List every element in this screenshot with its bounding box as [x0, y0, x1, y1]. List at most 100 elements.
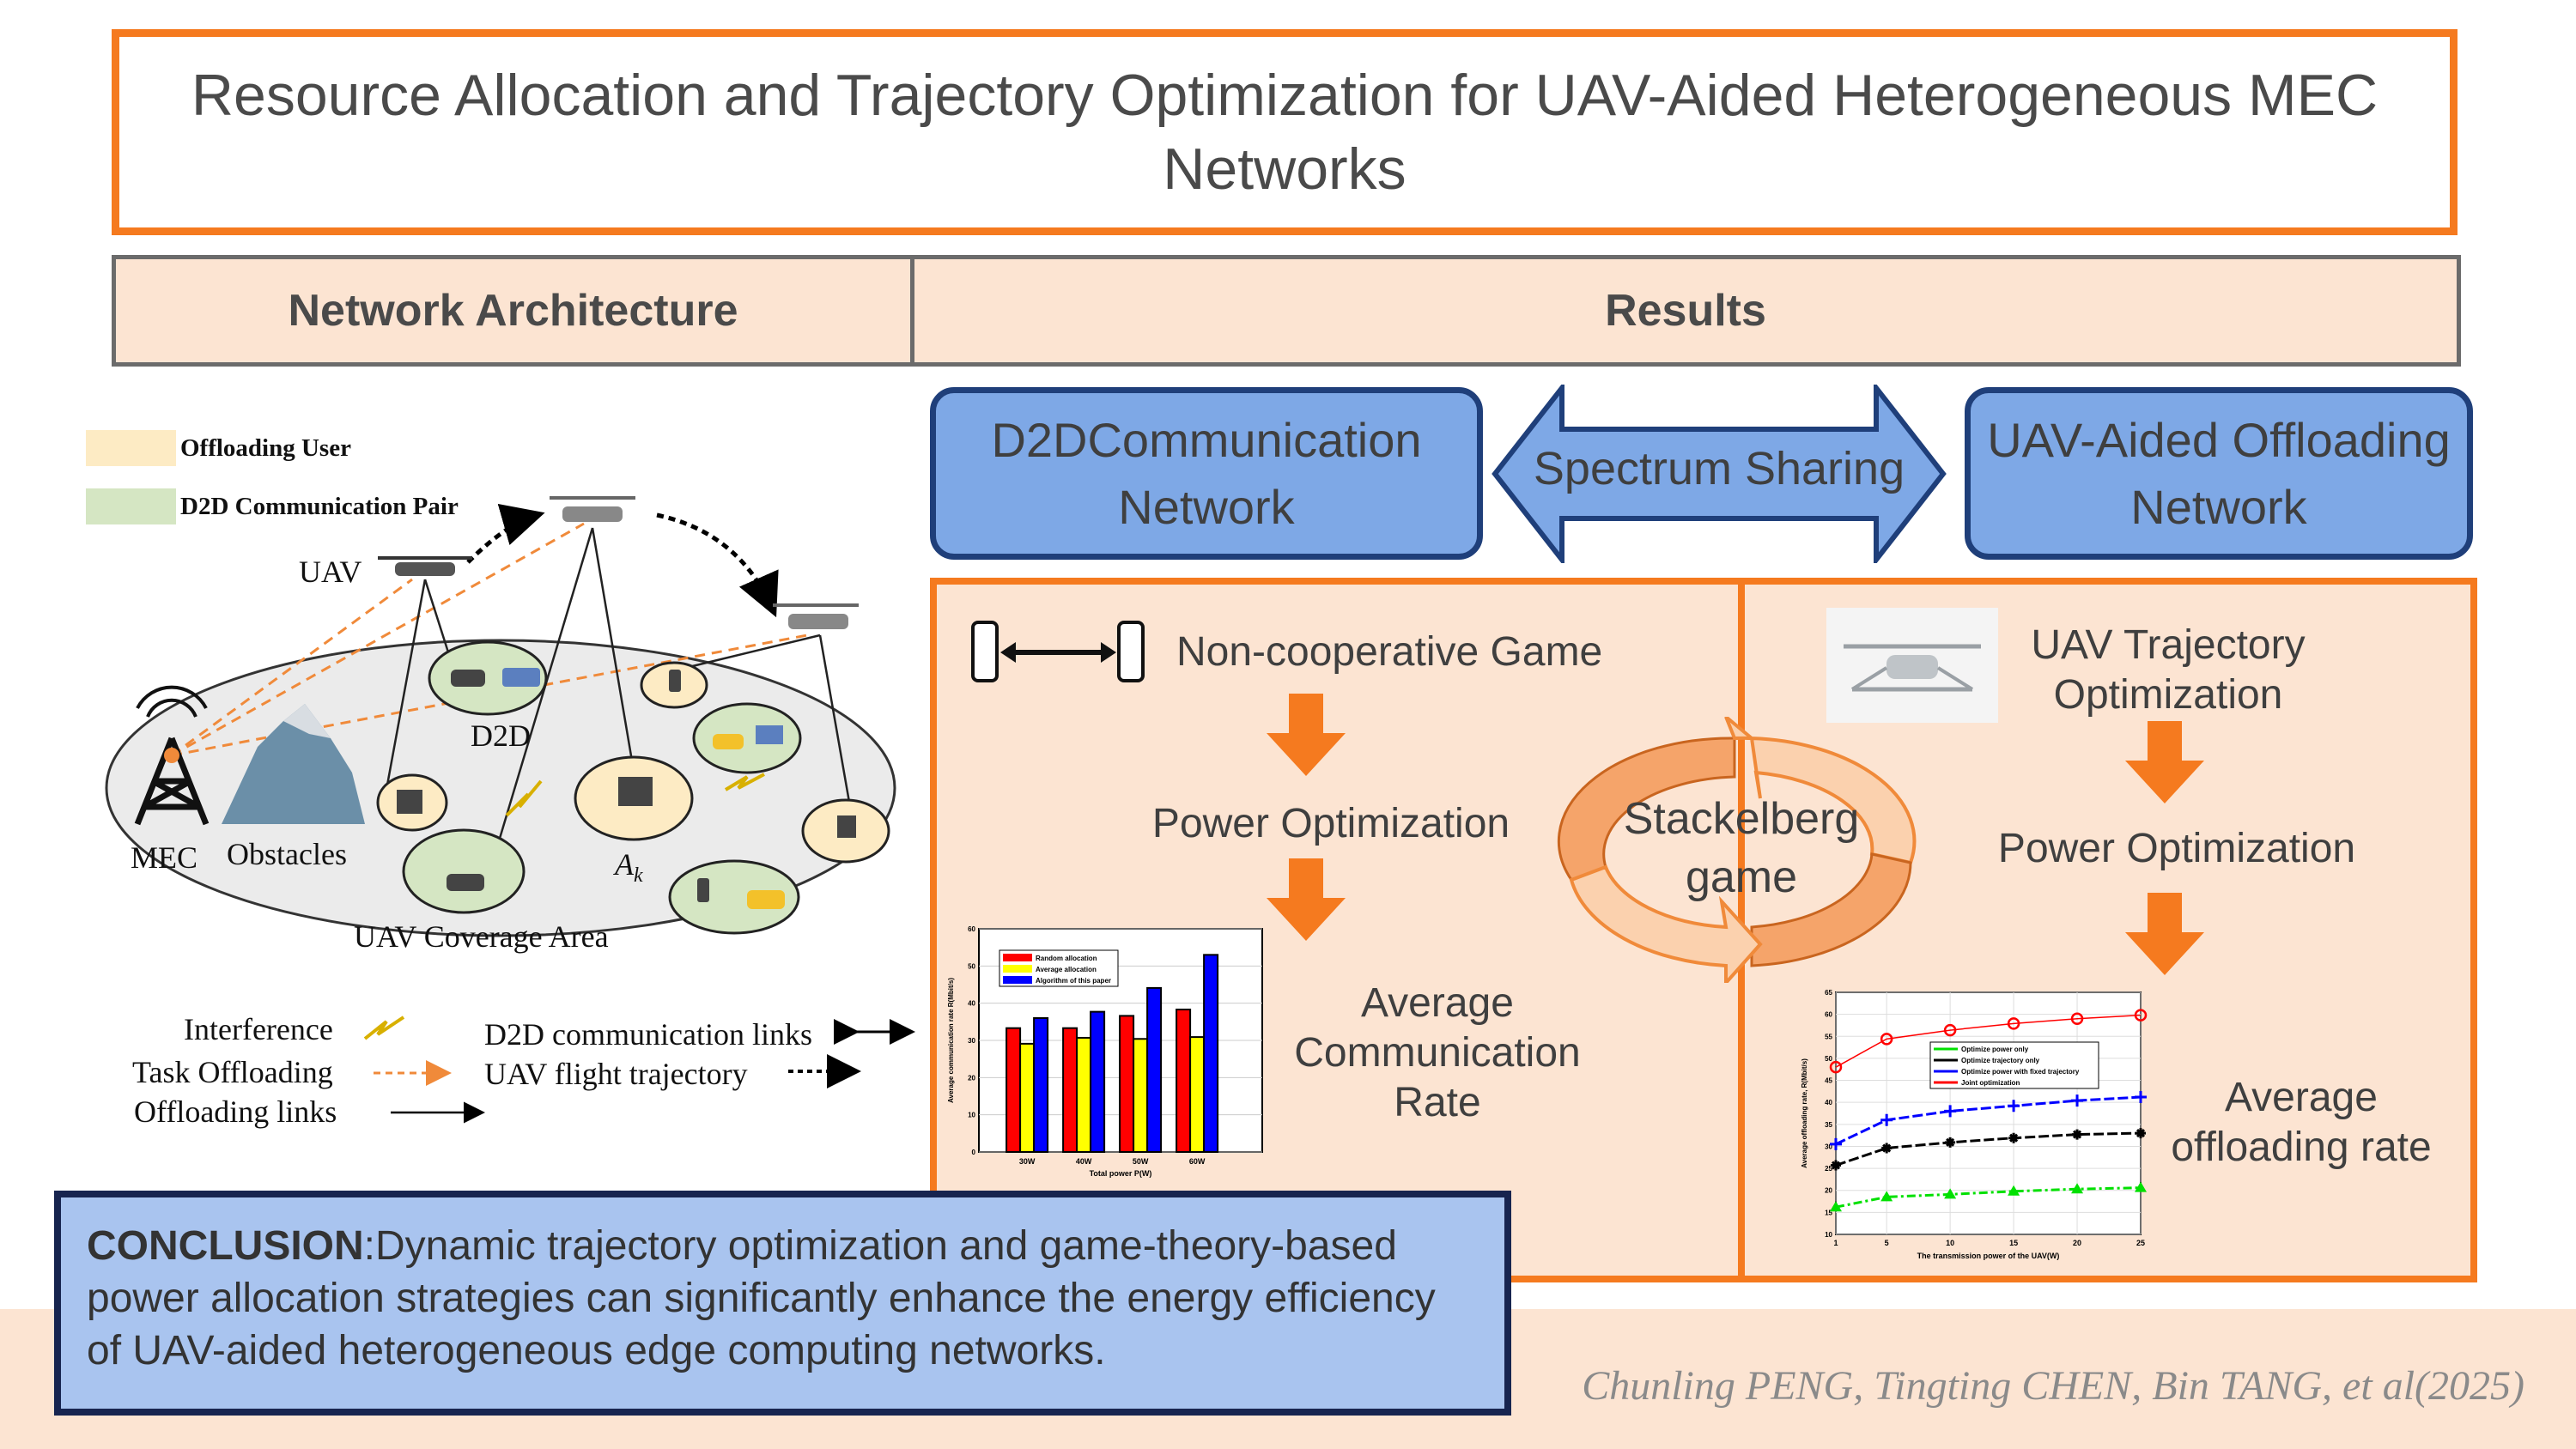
legend-offloading-links: Offloading links — [134, 1094, 337, 1129]
data-point — [1944, 1105, 1957, 1118]
header-results: Results — [1605, 286, 1766, 336]
power-optimization-label-left: Power Optimization — [1151, 801, 1510, 846]
data-point — [2008, 1185, 2020, 1196]
legend-label-offloading-user: Offloading User — [180, 434, 351, 462]
y-tick-label: 40 — [968, 1000, 975, 1008]
x-tick-label: 60W — [1189, 1157, 1206, 1166]
mec-tower-icon — [134, 685, 210, 826]
label-uav: UAV — [299, 555, 362, 589]
series-line — [1835, 1131, 2142, 1167]
data-point — [1880, 1113, 1893, 1126]
legend-label: Optimize power with fixed trajectory — [1961, 1068, 2080, 1076]
y-axis-label: Average communication rate R(Mbit/s) — [947, 978, 955, 1103]
trajectory-arrow — [656, 512, 779, 618]
data-point — [2007, 1017, 2020, 1030]
data-point — [1831, 1160, 1841, 1171]
data-point — [1830, 1201, 1842, 1212]
header-network-architecture: Network Architecture — [116, 259, 914, 362]
phone-pair-icon — [971, 621, 1145, 682]
label-d2d: D2D — [471, 718, 531, 753]
y-tick-label: 25 — [1825, 1165, 1832, 1173]
data-point — [2071, 1183, 2084, 1194]
legend-label: Optimize power only — [1961, 1046, 2029, 1053]
series-line — [1835, 1095, 2142, 1146]
legend-label: Joint optimization — [1961, 1079, 2020, 1087]
label-coverage-area: UAV Coverage Area — [354, 919, 609, 954]
non-cooperative-game-label: Non-cooperative Game — [1176, 629, 1603, 675]
data-point — [2135, 1091, 2147, 1104]
data-point — [2071, 1094, 2084, 1107]
data-point — [2072, 1129, 2083, 1140]
bar — [1176, 1009, 1192, 1153]
d2d-pair-area — [428, 640, 548, 716]
x-axis-label: Total power P(W) — [1090, 1169, 1152, 1178]
stackelberg-label-line2: game — [1685, 852, 1798, 902]
data-point — [1944, 1188, 1957, 1199]
data-point — [1943, 1023, 1957, 1037]
y-tick-label: 35 — [1825, 1121, 1832, 1129]
bar — [1076, 1036, 1092, 1153]
legend-label-d2d-pair: D2D Communication Pair — [180, 493, 459, 520]
y-tick-label: 15 — [1825, 1209, 1832, 1216]
data-point — [1880, 1191, 1893, 1202]
x-tick-label: 20 — [2073, 1239, 2081, 1247]
trajectory-arrow — [466, 503, 545, 564]
y-tick-label: 55 — [1825, 1033, 1832, 1040]
spectrum-sharing-double-arrow — [1492, 385, 1947, 563]
data-point — [1880, 1033, 1893, 1046]
legend-task-offloading: Task Offloading — [132, 1055, 333, 1089]
y-tick-label: 45 — [1825, 1077, 1832, 1085]
page-title: Resource Allocation and Trajectory Optim… — [191, 63, 2379, 202]
power-optimization-label-right: Power Optimization — [1997, 826, 2356, 871]
x-tick-label: 50W — [1133, 1157, 1149, 1166]
y-tick-label: 60 — [968, 925, 975, 933]
stackelberg-game-label: Stackelberg game — [1580, 790, 1903, 906]
data-point — [2070, 1012, 2084, 1026]
bar — [1090, 1010, 1106, 1153]
average-offloading-rate-label: Average offloading rate — [2171, 1075, 2432, 1170]
bar — [1133, 1038, 1149, 1153]
legend-d2d-links: D2D communication links — [484, 1017, 812, 1052]
interference-legend-icon — [363, 1016, 405, 1040]
label-ak-sub: k — [634, 864, 643, 888]
legend-swatch — [1003, 954, 1032, 961]
plot-area — [1835, 991, 2142, 1235]
data-point — [1945, 1137, 1956, 1148]
y-tick-label: 0 — [972, 1149, 976, 1156]
x-tick-label: 1 — [1833, 1239, 1838, 1247]
uav-trajectory-optimization-label: UAV Trajectory Optimization — [2031, 622, 2306, 718]
bar — [1119, 1015, 1135, 1154]
y-tick-label: 10 — [968, 1112, 975, 1119]
legend-label: Algorithm of this paper — [1036, 977, 1111, 985]
d2d-network-label: D2DCommunication Network — [991, 412, 1422, 534]
network-diagram — [105, 496, 915, 1124]
uav-network-label: UAV-Aided Offloading Network — [1987, 412, 2451, 534]
down-arrow-icon — [2125, 893, 2204, 975]
legend-label: Optimize trajectory only — [1961, 1057, 2040, 1064]
y-tick-label: 10 — [1825, 1231, 1832, 1239]
data-point — [2135, 1181, 2147, 1192]
y-tick-label: 50 — [968, 962, 975, 970]
average-communication-rate-label: Average Communication Rate — [1294, 980, 1581, 1125]
label-obstacles: Obstacles — [227, 837, 347, 871]
stackelberg-label-line1: Stackelberg — [1623, 794, 1860, 844]
series-line — [1835, 1186, 2142, 1209]
data-point — [2008, 1100, 2020, 1113]
down-arrow-icon — [1267, 858, 1346, 941]
legend-interference: Interference — [184, 1012, 333, 1046]
legend-box — [1929, 1041, 2099, 1089]
x-tick-label: 15 — [2009, 1239, 2018, 1247]
legend-label: Random allocation — [1036, 955, 1097, 962]
device-icons — [397, 668, 856, 909]
y-tick-label: 30 — [1825, 1143, 1832, 1150]
x-tick-label: 25 — [2136, 1239, 2145, 1247]
x-tick-label: 40W — [1076, 1157, 1092, 1166]
bar — [1033, 1017, 1049, 1153]
data-point — [1830, 1137, 1842, 1150]
bar — [1146, 986, 1163, 1154]
y-tick-label: 30 — [968, 1037, 975, 1045]
obstacle-mountain-icon — [222, 704, 365, 824]
data-point — [2008, 1132, 2020, 1143]
legend-uav-trajectory: UAV flight trajectory — [484, 1057, 748, 1091]
